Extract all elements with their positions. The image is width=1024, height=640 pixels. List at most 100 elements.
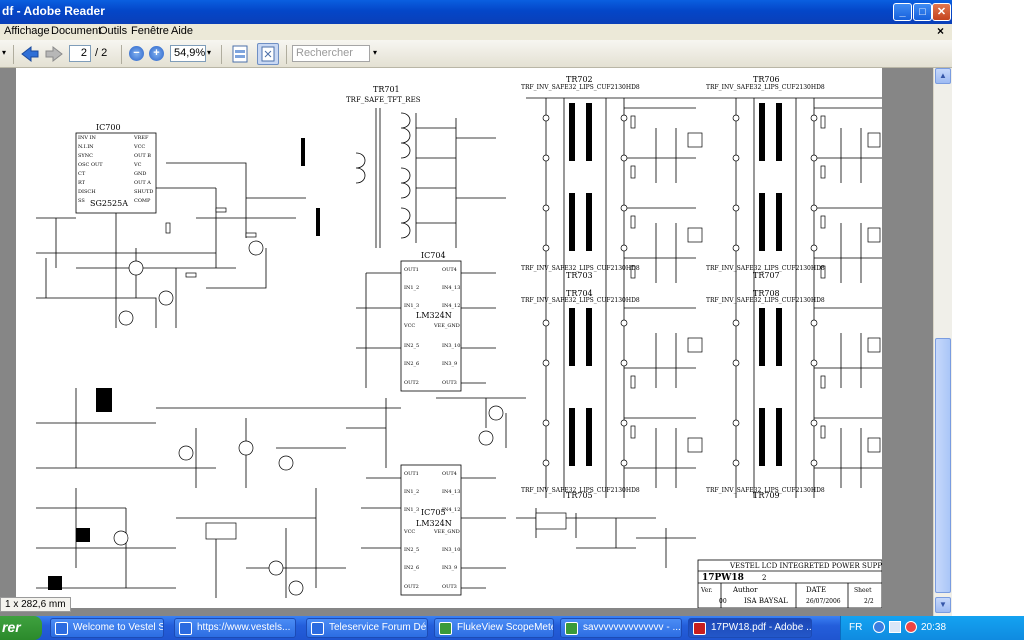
menu-fenetre[interactable]: Fenêtre	[131, 25, 169, 37]
ic704-pin: VEE_GND	[433, 323, 460, 329]
ic704-pin: OUT2	[404, 380, 419, 386]
ic705-pin: IN4_13	[442, 489, 460, 495]
maximize-button[interactable]: □	[913, 3, 932, 21]
ic705-pin: IN1_3	[404, 507, 419, 513]
monitor-icon[interactable]	[889, 621, 901, 633]
scroll-thumb[interactable]	[935, 338, 951, 593]
minimize-button[interactable]: _	[893, 3, 912, 21]
taskbar-item-active[interactable]: 17PW18.pdf - Adobe ...	[688, 618, 812, 638]
ic700-pin: SYNC	[78, 153, 93, 159]
zoom-dropdown-icon[interactable]: ▾	[207, 48, 212, 57]
ic705-pin: VEE_GND	[433, 529, 460, 535]
ic700-pin: VREF	[133, 135, 149, 141]
ic705-pin: OUT3	[442, 584, 457, 590]
title-block-sheet-label: Sheet	[854, 587, 872, 594]
zoom-out-icon[interactable]: −	[129, 46, 144, 61]
tr703-label: TR703	[566, 271, 593, 280]
clock[interactable]: 20:38	[921, 622, 947, 633]
menu-affichage[interactable]: Affichage	[4, 25, 50, 37]
tr702-label: TR702	[566, 75, 593, 84]
ic700-pin: SS	[78, 198, 85, 204]
ic705-pin: IN2_6	[404, 565, 419, 571]
taskbar-item-label: Welcome to Vestel Se...	[73, 622, 163, 633]
taskbar-item-label: savvvvvvvvvvvvvv - ...	[583, 622, 681, 633]
title-block-author-value: ISA BAYSAL	[744, 597, 788, 605]
trf-inv-label: TRF_INV_SAFE32_LIPS_CUF2130HD8	[706, 487, 825, 494]
menu-document[interactable]: Document	[51, 25, 102, 37]
trf-inv-label: TRF_INV_SAFE32_LIPS_CUF2130HD8	[706, 265, 825, 272]
next-page-icon[interactable]	[44, 44, 64, 64]
toolbar-separator	[121, 45, 122, 64]
ic704-pin: IN1_2	[404, 285, 419, 291]
vertical-scrollbar[interactable]: ▲ ▼	[933, 68, 952, 616]
taskbar-item-label: FlukeView ScopeMete...	[457, 622, 554, 633]
page-size-info: 1 x 282,6 mm	[0, 597, 71, 612]
ic704-pin: OUT1	[404, 267, 419, 273]
search-dropdown-icon[interactable]: ▾	[373, 48, 378, 57]
tr706-label: TR706	[753, 75, 780, 84]
browser-icon	[55, 622, 68, 635]
title-block-doc-no: 17PW18	[702, 573, 744, 583]
ic704-pin: IN4_12	[442, 303, 460, 309]
tr708-label: TR708	[753, 289, 780, 298]
network-icon[interactable]	[873, 621, 885, 633]
lm324-a-label: LM324N	[416, 311, 452, 320]
zoom-in-icon[interactable]: +	[149, 46, 164, 61]
toolbar-separator	[221, 45, 222, 64]
lm324-b-label: LM324N	[416, 519, 452, 528]
taskbar-item[interactable]: https://www.vestels...	[174, 618, 296, 638]
ic704-pin: IN3_10	[442, 343, 460, 349]
zoom-level-input[interactable]: 54,9%	[170, 45, 206, 62]
toolbar-separator	[286, 45, 287, 64]
fit-page-icon[interactable]	[257, 43, 279, 65]
spreadsheet-icon	[565, 622, 578, 635]
menu-outils[interactable]: Outils	[99, 25, 128, 37]
document-viewport[interactable]: IC700 SG2525A TR701 TRF_SAFE_TFT_RES IC7…	[0, 68, 933, 616]
taskbar-item[interactable]: FlukeView ScopeMete...	[434, 618, 554, 638]
trf-inv-label: TRF_INV_SAFE32_LIPS_CUF2130HD8	[706, 84, 825, 91]
ic700-pin: VCC	[133, 144, 145, 150]
title-block-company: VESTEL LCD INTEGRETED POWER SUPP	[729, 562, 882, 570]
taskbar-item[interactable]: Teleservice Forum Dé...	[306, 618, 428, 638]
title-block-ver-value: 00	[719, 598, 727, 605]
pdf-page[interactable]: IC700 SG2525A TR701 TRF_SAFE_TFT_RES IC7…	[16, 68, 882, 608]
title-block	[697, 559, 882, 608]
tr704-label: TR704	[566, 289, 593, 298]
scroll-down-icon[interactable]: ▼	[935, 597, 951, 613]
ic704-pin: IN2_6	[404, 361, 419, 367]
ic705-pin: IN1_2	[404, 489, 419, 495]
security-icon[interactable]	[905, 621, 917, 633]
browser-icon	[311, 622, 324, 635]
tr701-label: TR701	[373, 85, 400, 94]
ic705-pin: OUT1	[404, 471, 419, 477]
title-block-ver-label: Ver.	[700, 587, 713, 594]
ic705-pin: OUT4	[442, 471, 457, 477]
menu-aide[interactable]: Aide	[171, 25, 194, 37]
ic705-pin: IN4_12	[442, 507, 460, 513]
ic704-pin: IN4_13	[442, 285, 460, 291]
fit-width-icon[interactable]	[231, 44, 249, 64]
trf-inv-label: TRF_INV_SAFE32_LIPS_CUF2130HD8	[706, 297, 825, 304]
close-button[interactable]: ✕	[932, 3, 951, 21]
start-button[interactable]: rer	[0, 616, 42, 640]
taskbar-item[interactable]: Welcome to Vestel Se...	[50, 618, 164, 638]
language-indicator[interactable]: FR	[849, 622, 863, 633]
trf-inv-label: TRF_INV_SAFE32_LIPS_CUF2130HD8	[521, 265, 640, 272]
trf-inv-label: TRF_INV_SAFE32_LIPS_CUF2130HD8	[521, 487, 640, 494]
ic700-pin: CT	[78, 171, 86, 177]
scroll-up-icon[interactable]: ▲	[935, 68, 951, 84]
ic705-pin: IN3_10	[442, 547, 460, 553]
document-close-icon[interactable]: ×	[936, 24, 944, 38]
trf-inv-label: TRF_INV_SAFE32_LIPS_CUF2130HD8	[521, 84, 640, 91]
ic704-label: IC704	[421, 251, 446, 260]
toolbar-dropdown-icon[interactable]: ▾	[2, 48, 7, 57]
page-number-input[interactable]: 2	[69, 45, 91, 62]
previous-page-icon[interactable]	[20, 44, 40, 64]
taskbar-item[interactable]: savvvvvvvvvvvvvv - ...	[560, 618, 682, 638]
search-input[interactable]: Rechercher	[292, 45, 370, 62]
ic704-pin: IN2_5	[404, 343, 419, 349]
ic705-label: IC705	[421, 508, 446, 517]
ic700-pin: OUT B	[134, 153, 151, 159]
ic705-chip	[400, 464, 462, 596]
taskbar-item-label: https://www.vestels...	[197, 622, 291, 633]
